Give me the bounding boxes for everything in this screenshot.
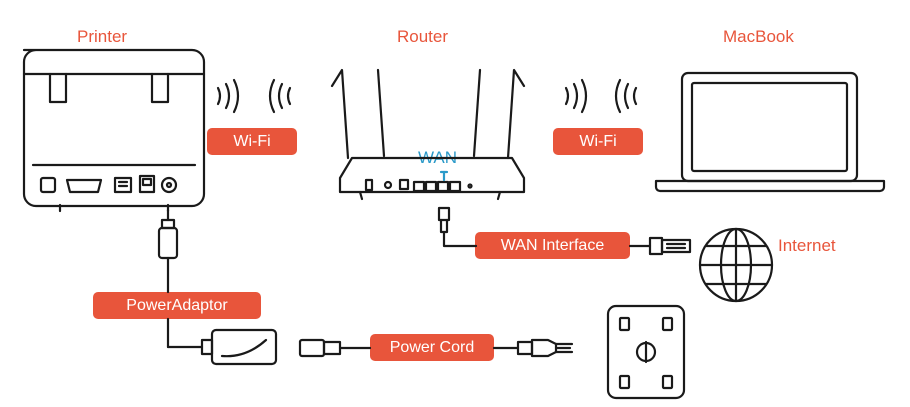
power-plug-icon (157, 208, 204, 349)
router-label: Router (397, 27, 449, 46)
router-icon (330, 68, 526, 201)
printer-label: Printer (77, 27, 128, 46)
macbook-label: MacBook (723, 27, 794, 46)
power-cord-label: Power Cord (370, 334, 494, 361)
printer-icon (22, 48, 206, 213)
power-adaptor-icon (200, 328, 278, 366)
ethernet-plug-icon (628, 236, 692, 256)
wifi-waves-icon (216, 78, 292, 114)
power-adaptor-label: PowerAdaptor (93, 292, 261, 319)
wan-interface-label: WAN Interface (475, 232, 630, 259)
power-cord-icon (298, 338, 574, 358)
internet-label: Internet (778, 236, 836, 255)
wall-socket-icon (606, 304, 686, 400)
laptop-icon (654, 71, 886, 193)
ethernet-plug-icon (437, 206, 478, 248)
globe-icon (698, 227, 774, 303)
wifi-waves-icon (564, 78, 638, 114)
wifi-left-label: Wi-Fi (207, 128, 297, 155)
wifi-right-label: Wi-Fi (553, 128, 643, 155)
